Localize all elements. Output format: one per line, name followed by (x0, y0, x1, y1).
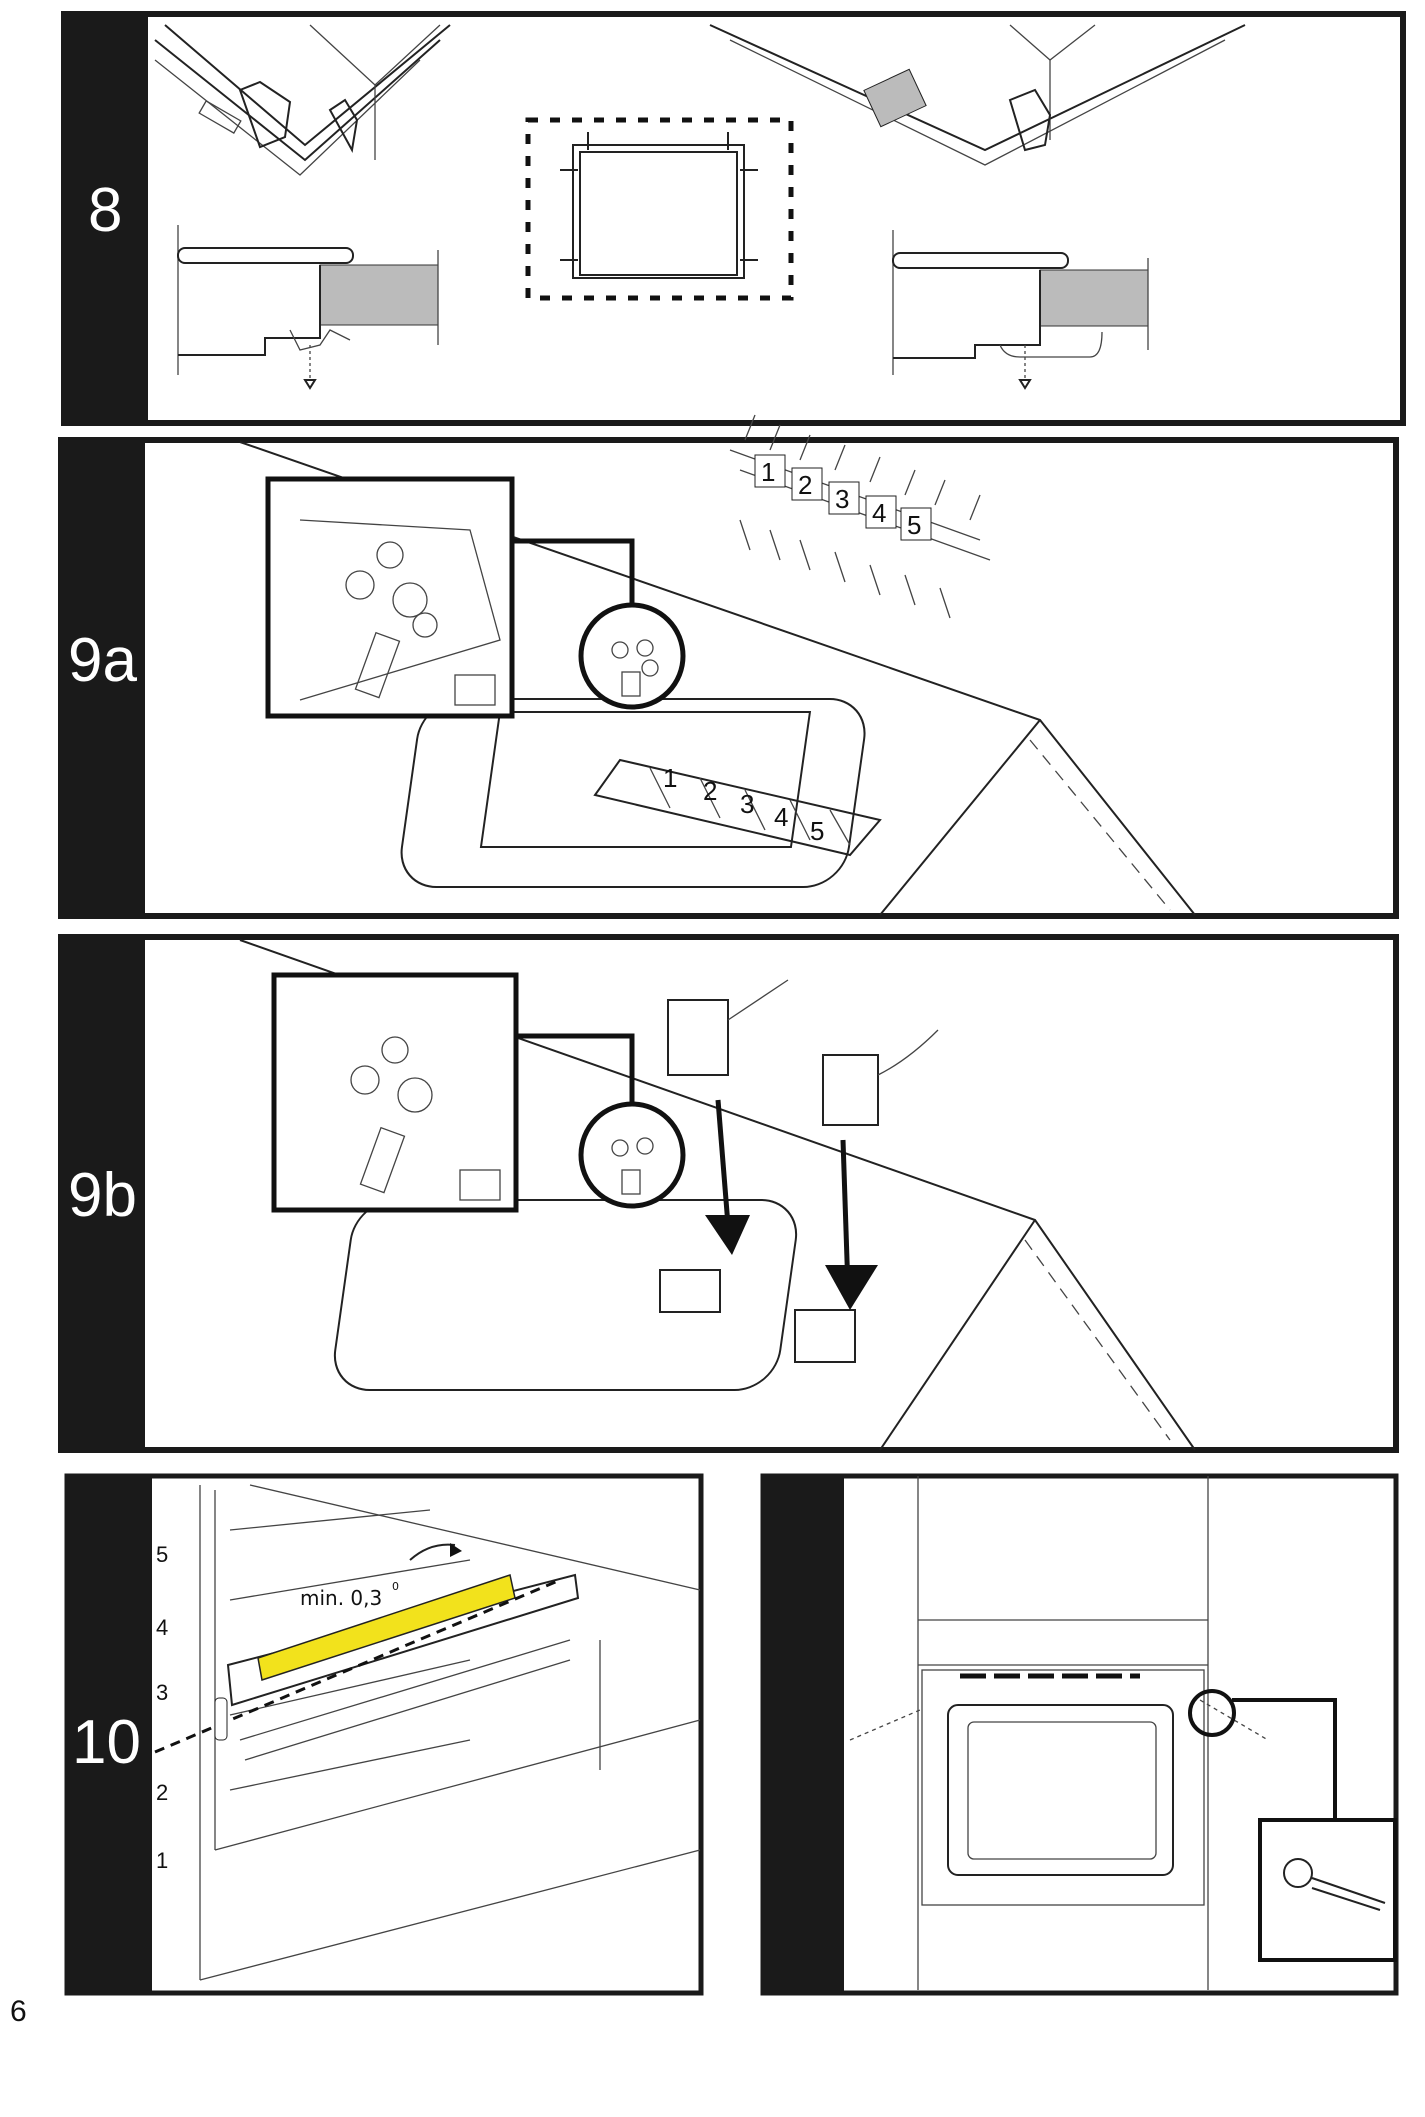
step-8-panel (61, 11, 1406, 426)
section-detail-right (892, 230, 1149, 390)
cable-connector-block (729, 414, 991, 619)
hob-corner-clip-right (709, 24, 1246, 166)
inset-earth-terminal (299, 519, 501, 706)
insertion-arrows (705, 1099, 878, 1310)
step-9b-panel (58, 934, 1399, 1453)
step-number-9a: 9a (68, 626, 137, 695)
socket-terminal-block (593, 758, 882, 857)
hob-corner-clip-left (154, 24, 451, 176)
step-number-9b: 9b (68, 1161, 137, 1230)
page-number: 6 (10, 1995, 27, 2028)
plug-connectors (667, 979, 939, 1126)
step-number-10: 10 (72, 1708, 141, 1777)
section-detail-left (177, 225, 439, 390)
step-9a-panel (58, 414, 1399, 919)
socket-connectors (659, 1269, 856, 1363)
step-10-panel (64, 1473, 704, 1996)
cutout-diagram (525, 117, 794, 301)
step-11-panel (760, 1473, 1399, 1996)
step-number-8: 8 (88, 176, 123, 245)
inset-earth-terminal (350, 1036, 501, 1201)
